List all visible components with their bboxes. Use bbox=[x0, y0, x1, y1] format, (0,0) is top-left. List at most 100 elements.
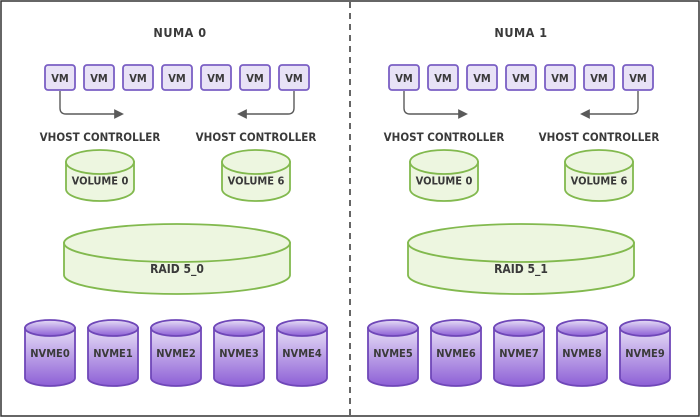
volume-cylinder: VOLUME 0 bbox=[65, 149, 135, 202]
vm-box bbox=[161, 64, 193, 91]
vm-label: VM bbox=[551, 72, 569, 85]
nvme-drive: NVME4 bbox=[276, 319, 328, 387]
vm-box bbox=[544, 64, 576, 91]
vm-label: VM bbox=[629, 72, 647, 85]
nvme-drive-body bbox=[493, 327, 545, 387]
vm-label: VM bbox=[90, 72, 108, 85]
volume-cylinder: VOLUME 0 bbox=[409, 149, 479, 202]
volume-cylinder-label: VOLUME 0 bbox=[416, 175, 473, 188]
numa-0-panel: VM VM VM VM VM VM VM VHOST CONTROLLER VOLUME 0 VH… bbox=[24, 64, 328, 387]
vhost-controller-label: VHOST CONTROLLER bbox=[40, 130, 161, 144]
vm-box bbox=[44, 64, 76, 91]
nvme-drive-body bbox=[556, 327, 608, 387]
vhost-controller-label: VHOST CONTROLLER bbox=[539, 130, 660, 144]
nvme-drive-label: NVME5 bbox=[373, 347, 413, 360]
nvme-drive-body bbox=[430, 327, 482, 387]
nvme-drive-label: NVME2 bbox=[156, 347, 196, 360]
nvme-drive-label: NVME1 bbox=[93, 347, 133, 360]
raid-cylinder-top bbox=[63, 223, 291, 263]
vm-box bbox=[466, 64, 498, 91]
nvme-drive: NVME9 bbox=[619, 319, 671, 387]
raid-cylinder-label: RAID 5_1 bbox=[494, 262, 548, 277]
vm-box bbox=[122, 64, 154, 91]
vm-label: VM bbox=[590, 72, 608, 85]
nvme-drive: NVME7 bbox=[493, 319, 545, 387]
numa-1-panel: VM VM VM VM VM VM VM VHOST CONTROLLER VOLUME 0 VH… bbox=[367, 64, 671, 387]
nvme-drive-body bbox=[87, 327, 139, 387]
vm-label: VM bbox=[512, 72, 530, 85]
nvme-drive-label: NVME0 bbox=[30, 347, 70, 360]
vm-box bbox=[278, 64, 310, 91]
nvme-drive-label: NVME3 bbox=[219, 347, 259, 360]
vhost-controller-label: VHOST CONTROLLER bbox=[196, 130, 317, 144]
vm-label: VM bbox=[207, 72, 225, 85]
nvme-drive: NVME6 bbox=[430, 319, 482, 387]
nvme-drive-body bbox=[619, 327, 671, 387]
nvme-drive: NVME8 bbox=[556, 319, 608, 387]
nvme-drive-top bbox=[87, 319, 139, 337]
volume-cylinder: VOLUME 6 bbox=[221, 149, 291, 202]
nvme-drive-body bbox=[276, 327, 328, 387]
numa-1-title: NUMA 1 bbox=[494, 25, 547, 40]
raid-cylinder: RAID 5_0 bbox=[63, 223, 291, 295]
vm-box bbox=[583, 64, 615, 91]
vm-label: VM bbox=[129, 72, 147, 85]
vm-to-controller-arrow bbox=[59, 91, 124, 119]
vm-box bbox=[239, 64, 271, 91]
nvme-drive-label: NVME8 bbox=[562, 347, 602, 360]
nvme-drive: NVME2 bbox=[150, 319, 202, 387]
raid-cylinder: RAID 5_1 bbox=[407, 223, 635, 295]
nvme-drive: NVME3 bbox=[213, 319, 265, 387]
vm-box bbox=[622, 64, 654, 91]
volume-cylinder-label: VOLUME 6 bbox=[571, 175, 628, 188]
vm-to-controller-arrow bbox=[580, 91, 639, 119]
volume-cylinder: VOLUME 6 bbox=[564, 149, 634, 202]
volume-cylinder-top bbox=[564, 149, 634, 175]
nvme-drive-top bbox=[24, 319, 76, 337]
volume-cylinder-top bbox=[221, 149, 291, 175]
diagram-content: VM VM VM VM VM VM VM VHOST CONTROLLER VOLUME 0 VH… bbox=[24, 64, 671, 387]
vm-box bbox=[83, 64, 115, 91]
nvme-drive-top bbox=[367, 319, 419, 337]
raid-cylinder-label: RAID 5_0 bbox=[150, 262, 204, 277]
volume-cylinder-top bbox=[409, 149, 479, 175]
nvme-drive-top bbox=[150, 319, 202, 337]
vm-label: VM bbox=[395, 72, 413, 85]
nvme-drive: NVME5 bbox=[367, 319, 419, 387]
vm-label: VM bbox=[51, 72, 69, 85]
vm-label: VM bbox=[285, 72, 303, 85]
vm-box bbox=[200, 64, 232, 91]
vm-label: VM bbox=[168, 72, 186, 85]
nvme-drive-body bbox=[150, 327, 202, 387]
vm-to-controller-arrow bbox=[403, 91, 468, 119]
nvme-drive-label: NVME4 bbox=[282, 347, 322, 360]
nvme-drive: NVME1 bbox=[87, 319, 139, 387]
vm-box bbox=[427, 64, 459, 91]
vm-to-controller-arrow bbox=[237, 91, 295, 119]
volume-cylinder-top bbox=[65, 149, 135, 175]
numa-0-title: NUMA 0 bbox=[153, 25, 206, 40]
vm-label: VM bbox=[473, 72, 491, 85]
nvme-drive-body bbox=[367, 327, 419, 387]
nvme-drive-body bbox=[213, 327, 265, 387]
nvme-drive-top bbox=[619, 319, 671, 337]
nvme-drive-top bbox=[556, 319, 608, 337]
raid-cylinder-top bbox=[407, 223, 635, 263]
vm-label: VM bbox=[246, 72, 264, 85]
vhost-controller-label: VHOST CONTROLLER bbox=[384, 130, 505, 144]
vm-box bbox=[505, 64, 537, 91]
nvme-drive-body bbox=[24, 327, 76, 387]
vm-box bbox=[388, 64, 420, 91]
nvme-drive-top bbox=[493, 319, 545, 337]
nvme-drive-top bbox=[430, 319, 482, 337]
nvme-drive-label: NVME9 bbox=[625, 347, 665, 360]
nvme-drive-label: NVME6 bbox=[436, 347, 476, 360]
vm-label: VM bbox=[434, 72, 452, 85]
nvme-drive-top bbox=[276, 319, 328, 337]
nvme-drive: NVME0 bbox=[24, 319, 76, 387]
nvme-drive-top bbox=[213, 319, 265, 337]
volume-cylinder-label: VOLUME 0 bbox=[72, 175, 129, 188]
nvme-drive-label: NVME7 bbox=[499, 347, 539, 360]
